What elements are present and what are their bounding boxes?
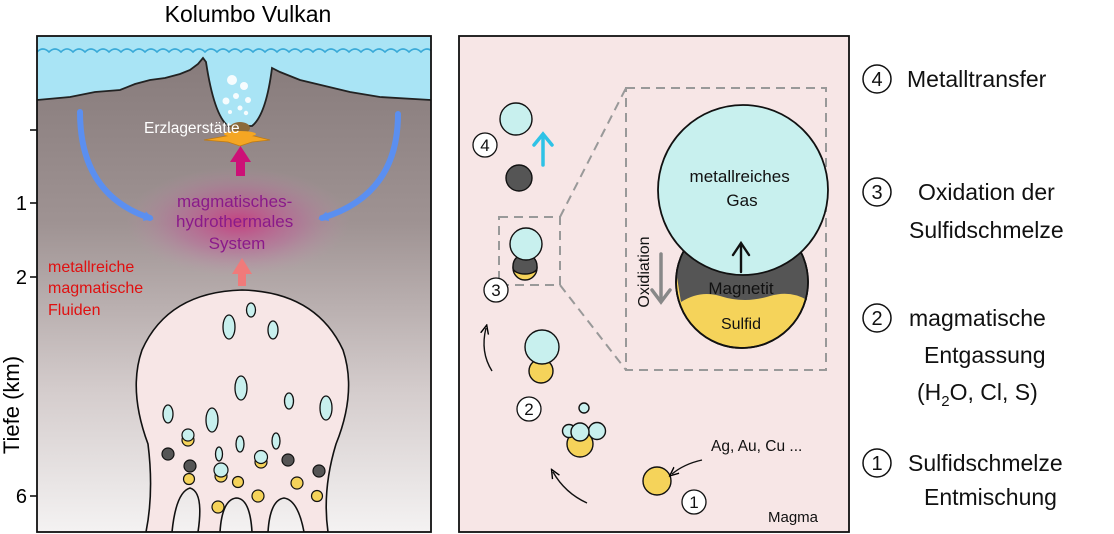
magenta-arrow — [230, 146, 251, 176]
oxidation-label: Oxidiation — [636, 236, 653, 307]
legend-text: (H2O, Cl, S) — [917, 379, 1038, 410]
blue-arrow-right — [318, 111, 401, 222]
sulfide-label: Sulfid — [721, 316, 761, 333]
system-label-line: hydrothermales — [176, 212, 293, 231]
hydrothermal-glow — [126, 167, 350, 277]
depth-axis-label: Tiefe (km) — [0, 356, 24, 454]
step-marker: 4 — [472, 132, 498, 158]
magma-inclusions — [161, 302, 333, 514]
step-marker: 1 — [681, 489, 707, 515]
depth-tick-label: 6 — [16, 486, 27, 508]
legend-number: 3 — [871, 182, 882, 204]
curved-arrow — [484, 328, 493, 372]
legend-text: Entmischung — [924, 484, 1057, 510]
magnetite-residue — [505, 164, 533, 192]
legend-text: Entgassung — [924, 342, 1045, 368]
left-panel-title: Kolumbo Vulkan — [165, 1, 332, 27]
legend-text: magmatische — [909, 305, 1046, 331]
legend-text: Metalltransfer — [907, 66, 1047, 92]
fluid-arrow — [232, 258, 252, 286]
fluids-label-line: magmatische — [48, 280, 143, 297]
step-marker-number: 2 — [524, 400, 533, 419]
system-label-line: magmatisches- — [177, 192, 292, 211]
curved-arrow — [672, 459, 703, 474]
gas-label-line: Gas — [726, 191, 757, 210]
legend-item: 3 Oxidation der Sulfidschmelze — [862, 177, 1064, 243]
depth-tick-label: 2 — [16, 267, 27, 289]
legend-text: Sulfidschmelze — [908, 450, 1063, 476]
ore-deposit-label: Erzlagerstätte — [144, 120, 240, 137]
vent-bubbles — [222, 75, 251, 116]
cyan-up-arrow — [532, 131, 554, 167]
bubble-sequence — [499, 102, 672, 496]
depth-tick-label: 1 — [16, 193, 27, 215]
magnetite-arrow — [731, 240, 751, 274]
fluids-label: metallreiche magmatische Fluiden — [48, 259, 148, 319]
legend-text: Sulfidschmelze — [909, 217, 1064, 243]
step-marker: 3 — [483, 277, 509, 303]
step-marker-number: 3 — [491, 281, 500, 300]
magnetite-label: Magnetit — [708, 279, 773, 298]
legend-item: 4 Metalltransfer — [862, 64, 1047, 94]
step-marker: 2 — [516, 396, 542, 422]
ore-deposit — [203, 122, 271, 147]
zoom-box — [498, 87, 827, 371]
gas-label-line: metallreiches — [690, 167, 790, 186]
curved-arrow — [553, 472, 588, 504]
metal-rich-gas-bubble — [657, 104, 829, 276]
sea-waves — [37, 48, 431, 54]
legend-item: 1 Sulfidschmelze Entmischung — [862, 448, 1063, 510]
left-panel-frame — [36, 35, 432, 533]
blue-arrow-left — [77, 109, 154, 221]
system-label: magmatisches- hydrothermales System — [176, 192, 298, 253]
oxidation-arrow — [650, 252, 672, 305]
legend-text: Oxidation der — [918, 179, 1055, 205]
legend-number: 2 — [871, 308, 882, 330]
metals-label: Ag, Au, Cu ... — [711, 438, 802, 455]
depth-axis: 1 2 6 — [16, 129, 37, 508]
fluids-label-line: metallreiche — [48, 259, 134, 276]
gas-bubble — [509, 227, 543, 261]
fluids-label-line: Fluiden — [48, 302, 100, 319]
escaping-gas-bubble — [499, 102, 533, 136]
cross-section — [37, 36, 431, 532]
system-label-line: System — [209, 234, 266, 253]
magma-label: Magma — [768, 509, 819, 526]
sulfide-melt-droplet — [642, 466, 672, 496]
step-marker-number: 4 — [480, 136, 489, 155]
legend-item: 2 magmatische Entgassung (H2O, Cl, S) — [862, 303, 1046, 410]
legend-number: 4 — [871, 69, 882, 91]
gas-label: metallreiches Gas — [690, 167, 795, 210]
seafloor-line — [37, 56, 431, 127]
step-marker-number: 1 — [689, 493, 698, 512]
legend-number: 1 — [871, 453, 882, 475]
